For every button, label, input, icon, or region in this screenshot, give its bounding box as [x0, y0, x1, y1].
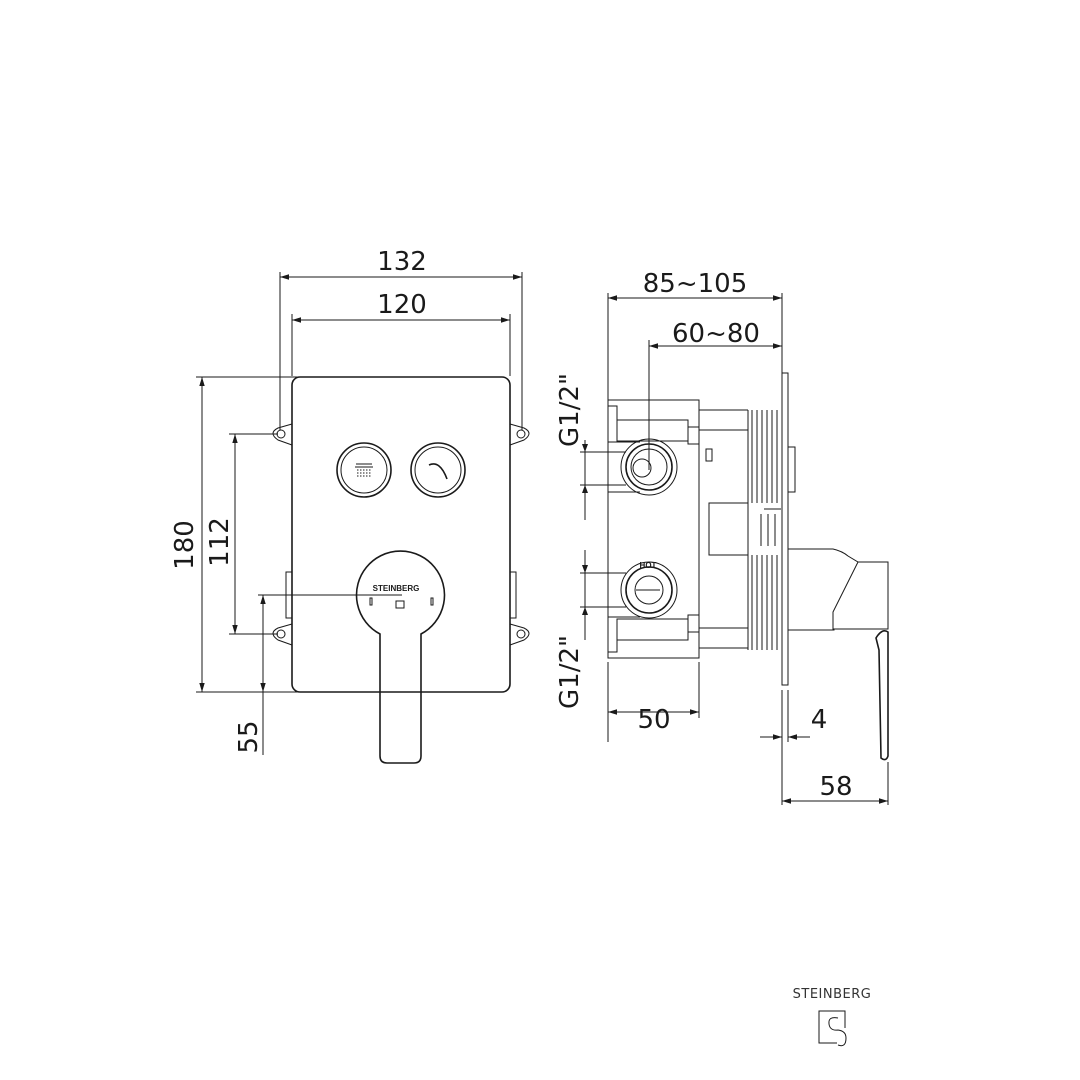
hand-shower-icon [428, 463, 448, 480]
brand-logo: STEINBERG [793, 987, 872, 1047]
front-dimensions: 132 120 180 112 55 [170, 247, 523, 755]
button-hand-shower [410, 442, 466, 498]
handle-brand-text: STEINBERG [373, 584, 420, 593]
dim-55: 55 [234, 720, 264, 753]
thread-top-label: G1/2" [555, 373, 585, 447]
dim-50: 50 [637, 705, 670, 735]
cover-plate [291, 376, 511, 693]
dim-85-105: 85~105 [643, 269, 748, 299]
mounting-ears [272, 423, 530, 646]
button-overhead-shower [336, 442, 392, 498]
front-view: STEINBERG 132 120 180 112 55 [170, 247, 530, 764]
handle-side [787, 548, 889, 761]
dim-120: 120 [377, 290, 427, 320]
side-dimensions: 85~105 60~80 G1/2" G1/2" 50 4 58 [555, 269, 889, 805]
thread-bottom-label: G1/2" [555, 635, 585, 709]
wall-plate [781, 372, 789, 686]
mixer-handle: STEINBERG [355, 550, 446, 764]
overhead-shower-icon [355, 463, 373, 477]
logo-text: STEINBERG [793, 987, 872, 1002]
hot-label: HOT [640, 561, 657, 570]
dim-60-80: 60~80 [672, 319, 760, 349]
dim-4: 4 [811, 705, 828, 735]
dim-112: 112 [205, 517, 235, 567]
threaded-sleeve [747, 410, 781, 650]
dim-58: 58 [819, 772, 852, 802]
logo-icon [818, 1010, 847, 1047]
handle-logo-icon [395, 600, 405, 609]
dim-180: 180 [170, 520, 200, 570]
port-bottom: HOT [620, 561, 678, 619]
side-view: HOT 85~105 60~80 G1/2" G1/2" 50 [555, 269, 889, 805]
dim-132: 132 [377, 247, 427, 277]
valve-body [607, 372, 796, 686]
